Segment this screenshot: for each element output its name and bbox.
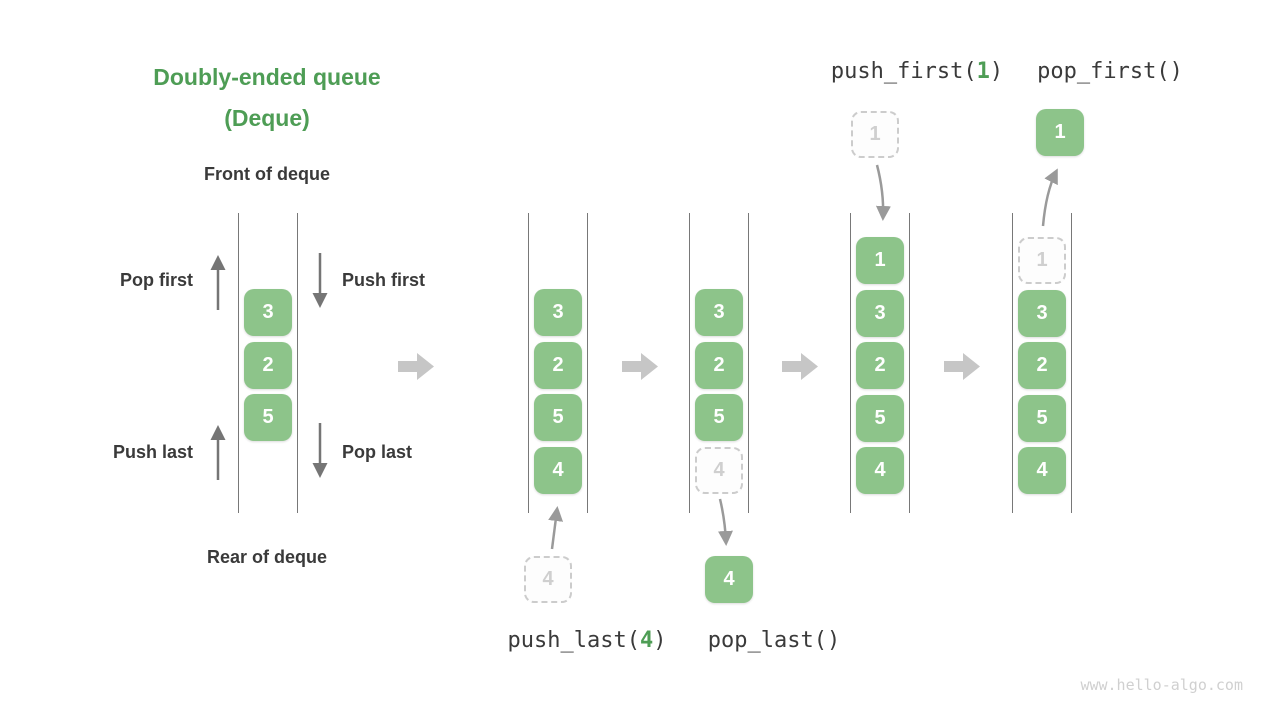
queue-slot: 2 — [534, 341, 582, 389]
step-arrow-icon — [782, 353, 818, 380]
page-title: Doubly-ended queue (Deque) — [117, 57, 417, 139]
pop-last-code-label: pop_last() — [654, 628, 894, 653]
queue-slot: 4 — [1018, 447, 1066, 494]
watermark: www.hello-algo.com — [1080, 676, 1243, 694]
queue-slot: 5 — [856, 394, 904, 442]
queue-push-last: 3 2 5 4 — [528, 213, 588, 513]
code-text: pop_first( — [1037, 59, 1170, 84]
popped-value-box: 4 — [705, 556, 753, 603]
code-text: pop_last( — [707, 628, 827, 653]
queue-slot: 2 — [695, 341, 743, 389]
step-arrow-icon — [622, 353, 658, 380]
push-last-code-label: push_last(4) — [467, 628, 707, 653]
queue-slot: 4 — [534, 446, 582, 494]
queue-slot-removed: 4 — [695, 446, 743, 494]
queue-slot: 5 — [1018, 394, 1066, 442]
incoming-value-box: 4 — [524, 556, 572, 603]
code-arg: 4 — [639, 628, 654, 653]
popped-value-box: 1 — [1036, 109, 1084, 156]
queue-slot: 1 — [856, 237, 904, 284]
queue-slot: 3 — [1018, 289, 1066, 337]
code-text: ) — [1169, 59, 1183, 84]
queue-slot: 2 — [1018, 342, 1066, 389]
step-arrow-icon — [398, 353, 434, 380]
queue-slot: 3 — [534, 289, 582, 336]
push-last-label: Push last — [112, 442, 193, 462]
queue-slot: 2 — [244, 341, 292, 389]
queue-slot-removed: 1 — [1018, 237, 1066, 284]
code-arg: 1 — [976, 59, 990, 84]
push-last-connector-arrow-icon — [548, 506, 564, 550]
queue-slot: 5 — [244, 394, 292, 441]
code-text: ) — [826, 628, 841, 653]
queue-initial: 3 2 5 — [238, 213, 298, 513]
code-text: ) — [989, 59, 1004, 84]
queue-slot: 3 — [695, 289, 743, 336]
queue-pop-first: 1 3 2 5 4 — [1012, 213, 1072, 513]
push-first-connector-arrow-icon — [875, 164, 891, 221]
code-text: ) — [653, 628, 667, 653]
incoming-value-box: 1 — [851, 111, 899, 158]
push-first-label: Push first — [342, 270, 426, 290]
queue-slot: 5 — [534, 394, 582, 441]
code-text: push_first( — [830, 59, 977, 84]
queue-push-first: 1 3 2 5 4 — [850, 213, 910, 513]
push-first-code-label: push_first(1) — [797, 59, 1037, 84]
rear-of-deque-label: Rear of deque — [206, 547, 328, 567]
step-arrow-icon — [944, 353, 980, 380]
queue-pop-last: 3 2 5 4 — [689, 213, 749, 513]
queue-slot: 3 — [244, 289, 292, 336]
queue-slot: 2 — [856, 342, 904, 389]
queue-slot: 3 — [856, 289, 904, 337]
pop-first-code-label: pop_first() — [990, 59, 1230, 84]
code-text: push_last( — [507, 628, 640, 653]
pop-first-label: Pop first — [119, 270, 193, 290]
page-title-line2: (Deque) — [224, 105, 310, 131]
queue-slot: 5 — [695, 394, 743, 441]
front-of-deque-label: Front of deque — [204, 164, 330, 184]
page-title-line1: Doubly-ended queue — [153, 64, 381, 90]
queue-slot: 4 — [856, 447, 904, 494]
pop-last-label: Pop last — [342, 442, 413, 462]
